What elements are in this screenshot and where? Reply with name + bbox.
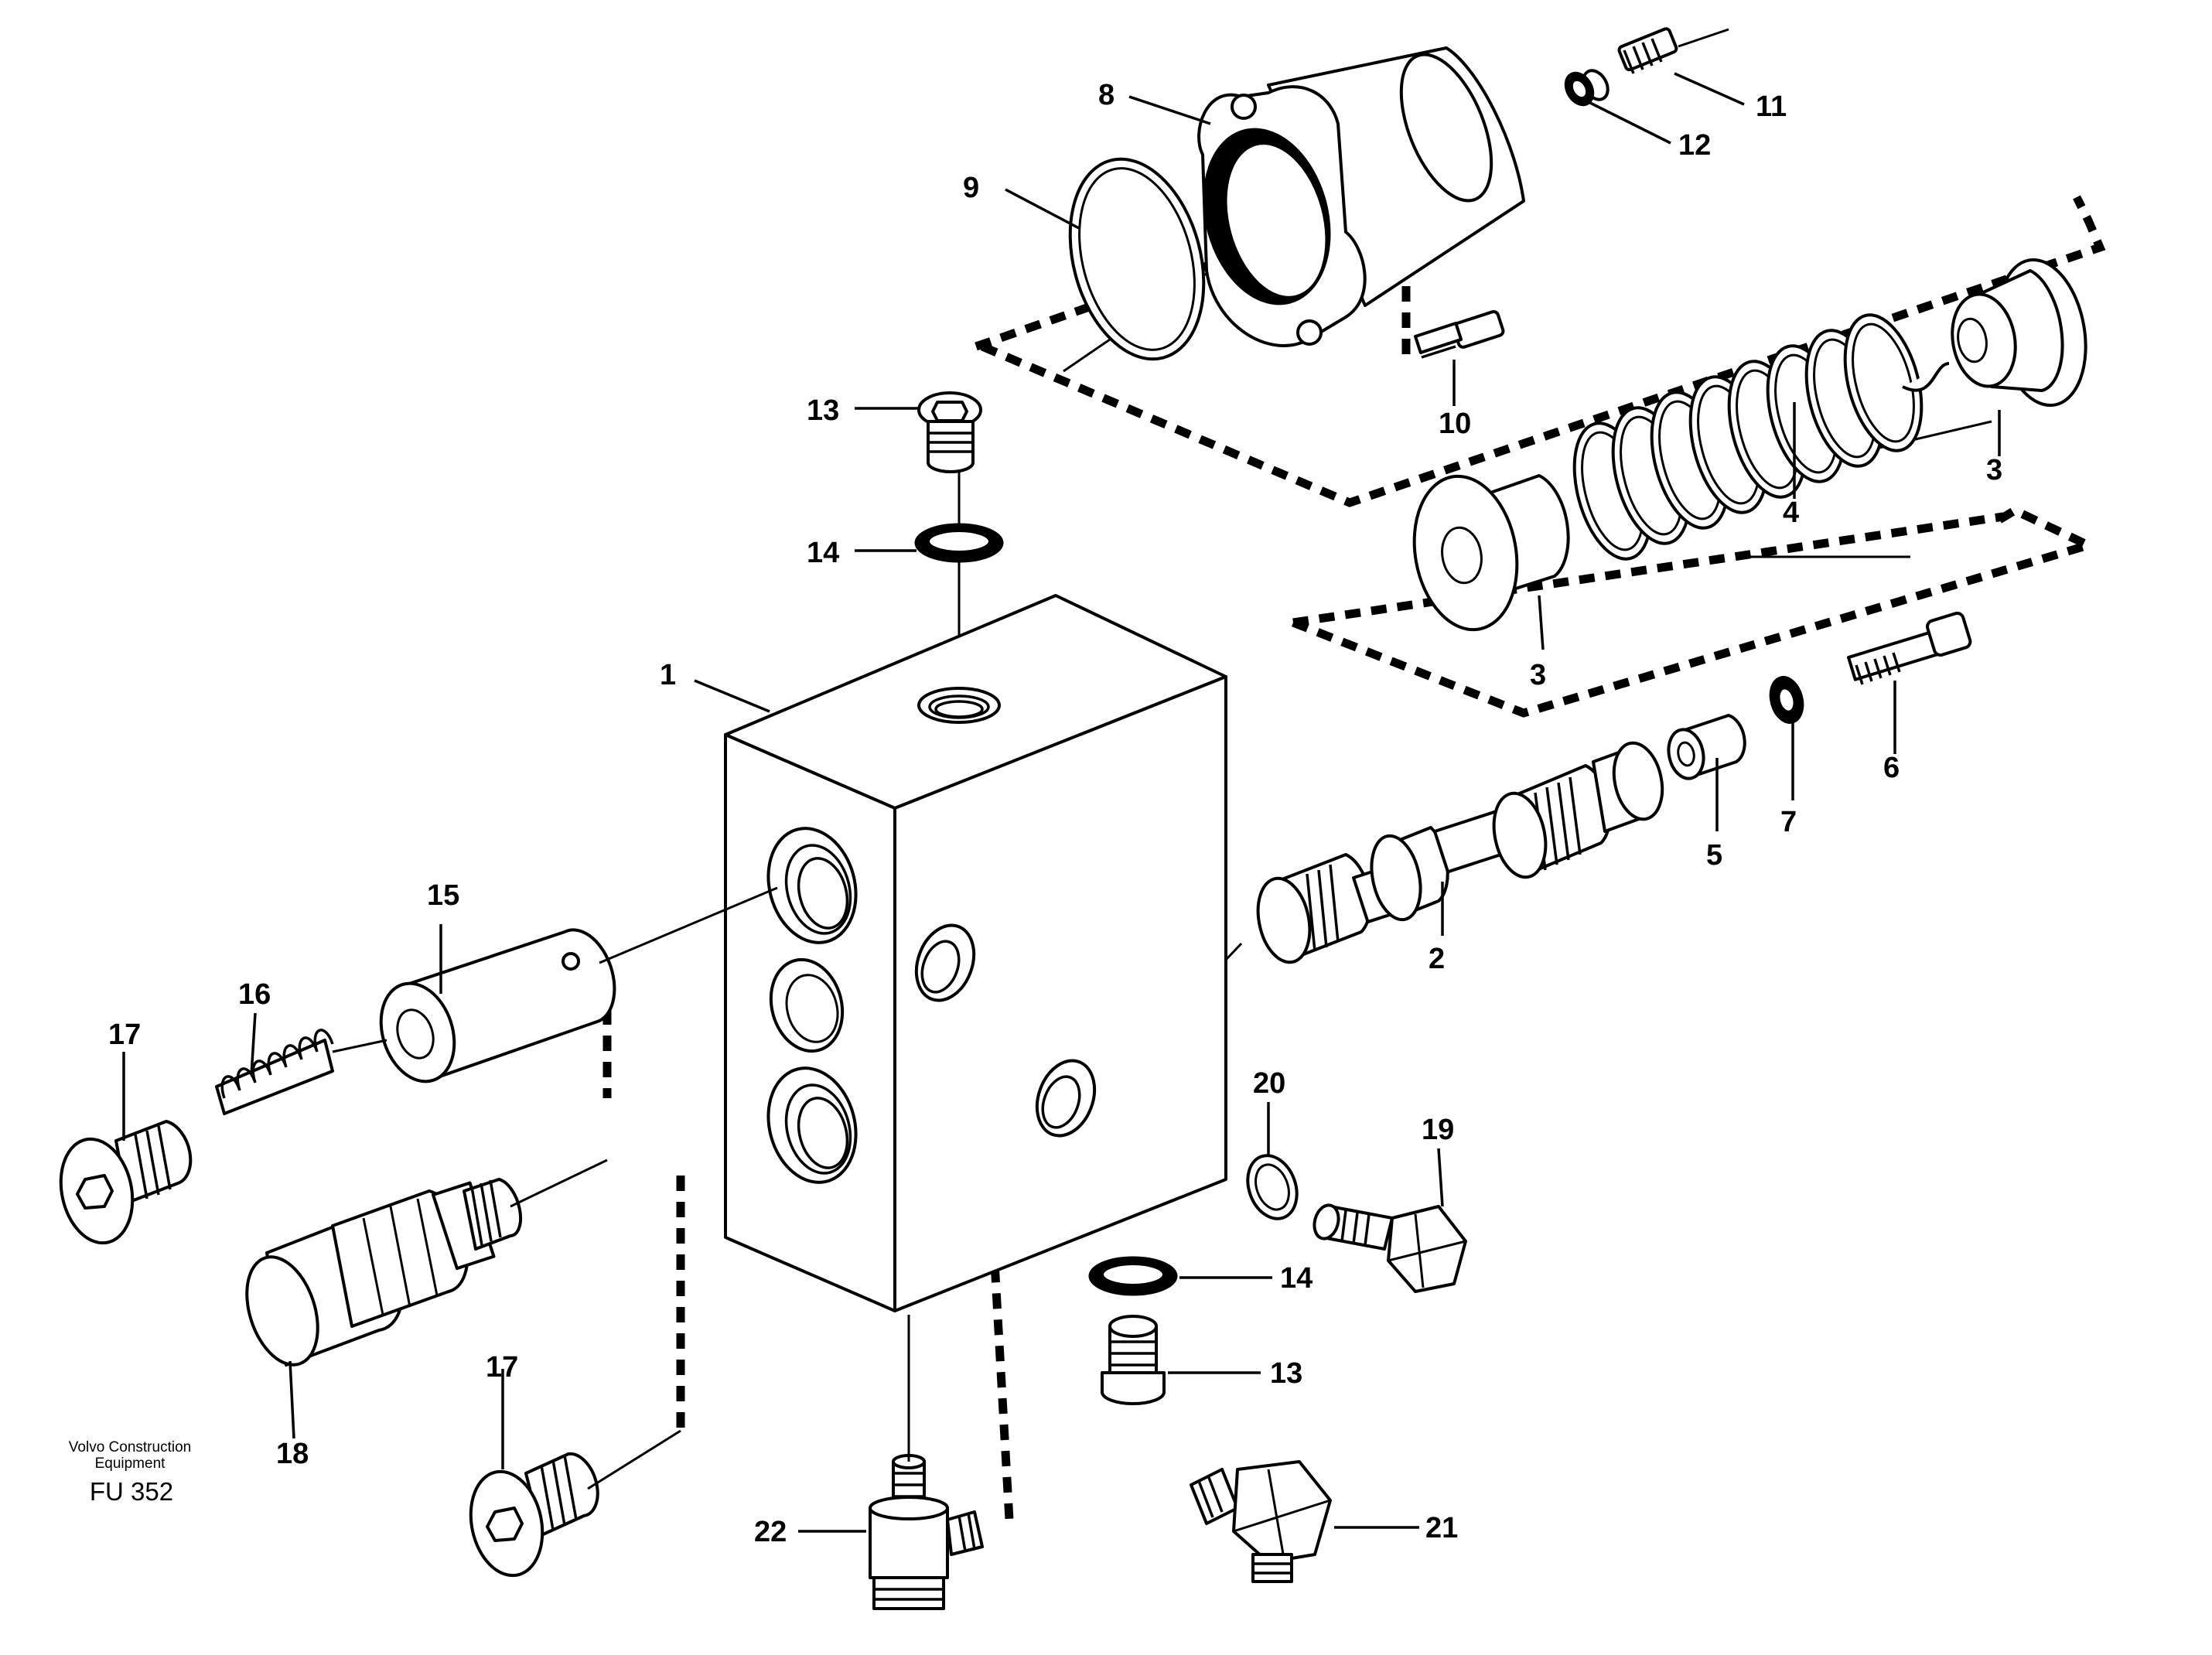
callout-17-upper: 17 xyxy=(108,1019,141,1051)
top-washer xyxy=(914,523,1004,563)
callout-3-upper: 3 xyxy=(1986,454,2002,486)
piston-sleeve xyxy=(379,886,778,1083)
callout-20: 20 xyxy=(1253,1067,1285,1100)
callout-1: 1 xyxy=(660,659,676,691)
top-plug xyxy=(917,391,982,473)
breather-washer xyxy=(1564,71,1595,107)
bottom-washer xyxy=(1088,1256,1178,1296)
bottom-plug xyxy=(1101,1315,1166,1405)
block-port-upper xyxy=(766,827,858,944)
callout-13-top: 13 xyxy=(807,394,839,427)
brand-line-2: Equipment xyxy=(95,1455,166,1472)
callout-14-bottom: 14 xyxy=(1280,1262,1313,1295)
tee-fitting-22 xyxy=(869,1315,984,1610)
callout-7: 7 xyxy=(1780,806,1797,838)
spool-washer xyxy=(1769,676,1804,724)
o-ring-large xyxy=(1068,157,1206,361)
spool-assembly-dashed-outline xyxy=(1291,505,2101,718)
plug-left-lower xyxy=(469,1429,681,1578)
cover-screw xyxy=(1413,310,1505,359)
compression-spring xyxy=(1572,313,1950,561)
spacer-sleeve xyxy=(1667,714,1746,780)
cartridge-valve xyxy=(245,1158,608,1367)
callout-labels: 1 2 3 3 4 5 6 7 8 9 10 11 12 13 13 14 14… xyxy=(108,79,2002,1548)
block-top-port xyxy=(917,687,1001,724)
callout-22: 22 xyxy=(754,1516,787,1548)
block-side-port-lower xyxy=(1035,1059,1097,1138)
callout-12: 12 xyxy=(1678,129,1711,162)
callout-13-bottom: 13 xyxy=(1270,1357,1302,1390)
spring-seat-right xyxy=(1951,258,2087,408)
callout-18: 18 xyxy=(276,1438,309,1470)
elbow-fitting-21 xyxy=(1190,1460,1332,1583)
leader-lines xyxy=(122,72,2001,1533)
breather-fitting xyxy=(1582,27,1729,101)
callout-11: 11 xyxy=(1756,90,1787,123)
callout-21: 21 xyxy=(1425,1512,1458,1544)
callout-17-lower: 17 xyxy=(486,1351,518,1384)
callout-10: 10 xyxy=(1439,408,1471,440)
spool-bolt xyxy=(1847,611,1972,685)
valve-block xyxy=(724,594,1227,1312)
brand-line-1: Volvo Construction xyxy=(69,1439,191,1455)
callout-14-top: 14 xyxy=(807,537,839,569)
callout-19: 19 xyxy=(1422,1114,1454,1146)
control-spool xyxy=(1256,741,1664,964)
block-port-lower xyxy=(766,1066,858,1184)
figure-code: FU 352 xyxy=(90,1477,173,1506)
callout-9: 9 xyxy=(963,172,979,204)
callout-4: 4 xyxy=(1783,496,1799,529)
spring-seat-left xyxy=(1412,474,1570,632)
footer-brand: Volvo Construction Equipment FU 352 xyxy=(69,1439,191,1506)
cover-housing xyxy=(1197,46,1525,347)
callout-16: 16 xyxy=(238,978,271,1011)
hex-bolt-19 xyxy=(1313,1203,1467,1293)
relief-spring xyxy=(215,1029,387,1115)
callout-5: 5 xyxy=(1706,839,1722,872)
callout-8: 8 xyxy=(1098,79,1115,111)
callout-6: 6 xyxy=(1883,752,1900,784)
block-side-port-upper xyxy=(914,923,976,1002)
callout-3-lower: 3 xyxy=(1530,659,1546,691)
callout-15: 15 xyxy=(427,879,459,912)
block-port-middle xyxy=(769,957,845,1053)
sealing-washer-20 xyxy=(1246,1154,1299,1220)
callout-2: 2 xyxy=(1429,943,1445,975)
plug-left-upper xyxy=(59,1120,193,1245)
